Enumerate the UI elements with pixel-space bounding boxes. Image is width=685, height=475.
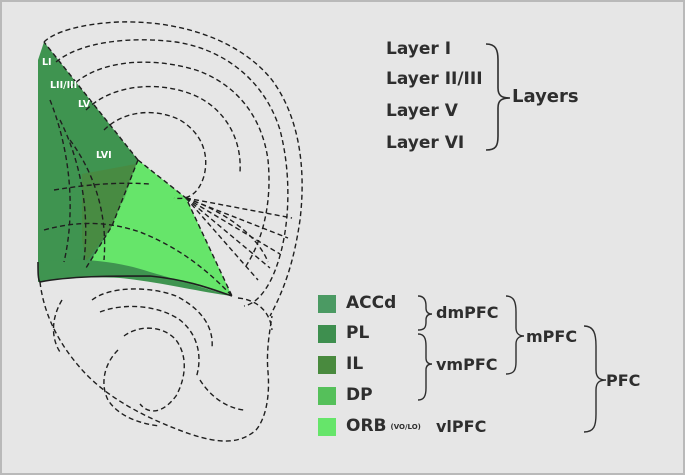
legend-swatch-orb	[318, 418, 336, 436]
legend-label-dp: DP	[346, 385, 373, 405]
legend-swatch-pl	[318, 325, 336, 343]
legend-label-accd: ACCd	[346, 293, 397, 313]
pfc-brace	[583, 325, 607, 433]
legend-label-orb-sub: (VO/LO)	[390, 423, 421, 431]
outline-dashed	[43, 21, 303, 317]
dmpfc-brace	[417, 295, 433, 331]
layers-brace	[485, 43, 511, 151]
legend-label-pl: PL	[346, 323, 370, 343]
region-label-l5: LV	[78, 99, 91, 110]
legend-swatch-accd	[318, 295, 336, 313]
group-vlpfc: vlPFC	[436, 417, 487, 436]
layer-6-label: Layer VI	[386, 133, 465, 153]
layers-group-label: Layers	[512, 86, 579, 107]
group-pfc: PFC	[606, 371, 641, 390]
lower-outline	[37, 261, 273, 442]
legend-label-orb: ORB(VO/LO)	[346, 416, 421, 436]
ventral-band	[38, 259, 232, 296]
region-label-l1: LI	[42, 57, 52, 68]
legend-swatch-il	[318, 356, 336, 374]
legend-label-orb-main: ORB	[346, 416, 387, 436]
layer-5-label: Layer V	[386, 101, 458, 121]
vmpfc-brace	[417, 333, 433, 401]
group-mpfc: mPFC	[526, 327, 578, 346]
legend-label-il: IL	[346, 354, 364, 374]
group-vmpfc: vmPFC	[436, 355, 498, 374]
layer-1-label: Layer I	[386, 39, 452, 59]
layer-2-3-label: Layer II/III	[386, 69, 483, 89]
il-region	[82, 164, 136, 262]
region-label-l6: LVI	[96, 150, 112, 161]
mpfc-brace	[505, 295, 525, 375]
group-dmpfc: dmPFC	[436, 303, 499, 322]
legend-swatch-dp	[318, 387, 336, 405]
region-label-l23: LII/III	[50, 80, 77, 91]
colored-regions	[38, 42, 232, 296]
orb-region	[86, 160, 232, 296]
